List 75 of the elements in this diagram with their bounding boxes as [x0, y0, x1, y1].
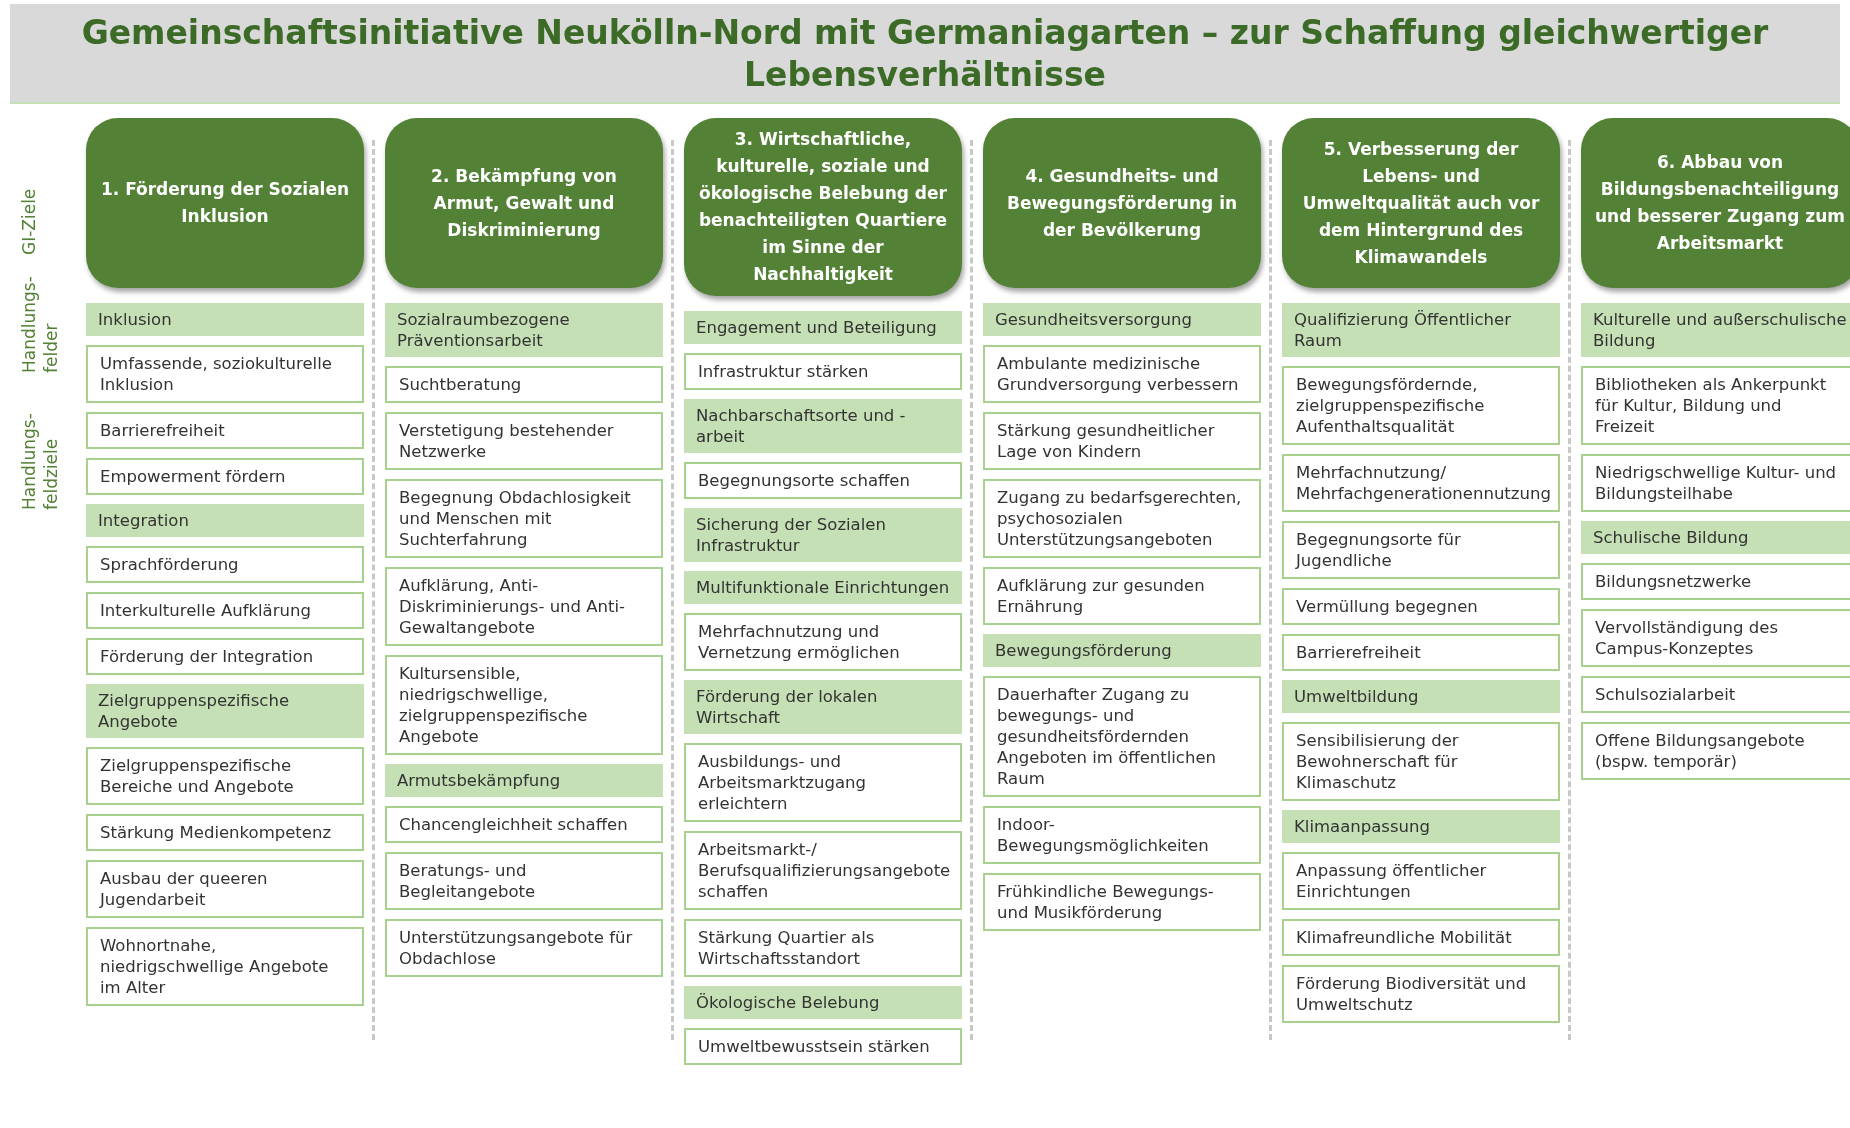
- target-box: Ambulante medizinische Grundversorgung verbessern: [983, 345, 1261, 403]
- target-box: Schulsozialarbeit: [1581, 676, 1850, 713]
- target-box: Mehrfachnutzung/ Mehrfachgenerationennutzung: [1282, 454, 1560, 512]
- target-box: Interkulturelle Aufklärung: [86, 592, 364, 629]
- target-box: Aufklärung zur gesunden Ernährung: [983, 567, 1261, 625]
- target-box: Umweltbewusstsein stärken: [684, 1028, 962, 1065]
- target-box: Förderung Biodiversität und Umweltschutz: [1282, 965, 1560, 1023]
- action-field-bar: Schulische Bildung: [1581, 521, 1850, 554]
- action-field-bar: Sozialraumbezogene Präventionsarbeit: [385, 303, 663, 357]
- goal-card: 1. Förderung der Sozialen Inklusion: [86, 118, 364, 288]
- goal-card: 3. Wirtschaftliche, kulturelle, soziale und ökologische Belebung der benachteiligten Quartiere im Sinne der Nachhaltigkeit: [684, 118, 962, 296]
- target-box: Kultursensible, niedrigschwellige, zielgruppenspezifische Angebote: [385, 655, 663, 755]
- target-box: Dauerhafter Zugang zu bewegungs- und gesundheitsfördernden Angeboten im öffentlichen Raum: [983, 676, 1261, 797]
- target-box: Barrierefreiheit: [86, 412, 364, 449]
- action-field-bar: Inklusion: [86, 303, 364, 336]
- action-field-bar: Umweltbildung: [1282, 680, 1560, 713]
- target-box: Anpassung öffentlicher Einrichtungen: [1282, 852, 1560, 910]
- row-label: Handlungs- feldziele: [18, 412, 62, 510]
- target-box: Indoor- Bewegungsmöglichkeiten: [983, 806, 1261, 864]
- target-box: Stärkung gesundheitlicher Lage von Kindern: [983, 412, 1261, 470]
- target-box: Chancengleichheit schaffen: [385, 806, 663, 843]
- target-box: Sensibilisierung der Bewohnerschaft für Klimaschutz: [1282, 722, 1560, 801]
- action-field-bar: Sicherung der Sozialen Infrastruktur: [684, 508, 962, 562]
- target-box: Bewegungsfördernde, zielgruppenspezifische Aufenthaltsqualität: [1282, 366, 1560, 445]
- target-box: Beratungs- und Begleitangebote: [385, 852, 663, 910]
- target-box: Stärkung Medienkompetenz: [86, 814, 364, 851]
- target-box: Förderung der Integration: [86, 638, 364, 675]
- target-box: Arbeitsmarkt-/ Berufsqualifizierungsangebote schaffen: [684, 831, 962, 910]
- target-box: Unterstützungsangebote für Obdachlose: [385, 919, 663, 977]
- target-box: Bildungsnetzwerke: [1581, 563, 1850, 600]
- target-box: Ausbildungs- und Arbeitsmarktzugang erleichtern: [684, 743, 962, 822]
- target-box: Bibliotheken als Ankerpunkt für Kultur, Bildung und Freizeit: [1581, 366, 1850, 445]
- target-box: Begegnungsorte für Jugendliche: [1282, 521, 1560, 579]
- target-box: Sprachförderung: [86, 546, 364, 583]
- goal-card: 5. Verbesserung der Lebens- und Umweltqualität auch vor dem Hintergrund des Klimawandels: [1282, 118, 1560, 288]
- target-box: Klimafreundliche Mobilität: [1282, 919, 1560, 956]
- action-field-bar: Gesundheitsversorgung: [983, 303, 1261, 336]
- action-field-bar: Ökologische Belebung: [684, 986, 962, 1019]
- target-box: Stärkung Quartier als Wirtschaftsstandort: [684, 919, 962, 977]
- action-field-bar: Engagement und Beteiligung: [684, 311, 962, 344]
- action-field-bar: Bewegungsförderung: [983, 634, 1261, 667]
- target-box: Vervollständigung des Campus-Konzeptes: [1581, 609, 1850, 667]
- action-field-bar: Nachbarschaftsorte und -arbeit: [684, 399, 962, 453]
- action-field-bar: Multifunktionale Einrichtungen: [684, 571, 962, 604]
- goal-card: 4. Gesundheits- und Bewegungsförderung in der Bevölkerung: [983, 118, 1261, 288]
- target-box: Infrastruktur stärken: [684, 353, 962, 390]
- target-box: Aufklärung, Anti-Diskriminierungs- und Anti-Gewaltangebote: [385, 567, 663, 646]
- action-field-bar: Integration: [86, 504, 364, 537]
- target-box: Ausbau der queeren Jugendarbeit: [86, 860, 364, 918]
- target-box: Vermüllung begegnen: [1282, 588, 1560, 625]
- action-field-bar: Kulturelle und außerschulische Bildung: [1581, 303, 1850, 357]
- action-field-bar: Förderung der lokalen Wirtschaft: [684, 680, 962, 734]
- target-box: Frühkindliche Bewegungs- und Musikförderung: [983, 873, 1261, 931]
- target-box: Verstetigung bestehender Netzwerke: [385, 412, 663, 470]
- target-box: Barrierefreiheit: [1282, 634, 1560, 671]
- row-label: Handlungs- felder: [18, 275, 62, 373]
- target-box: Begegnung Obdachlosigkeit und Menschen mit Suchterfahrung: [385, 479, 663, 558]
- target-box: Wohnortnahe, niedrigschwellige Angebote im Alter: [86, 927, 364, 1006]
- target-box: Zugang zu bedarfsgerechten, psychosozialen Unterstützungsangeboten: [983, 479, 1261, 558]
- goal-card: 2. Bekämpfung von Armut, Gewalt und Diskriminierung: [385, 118, 663, 288]
- action-field-bar: Qualifizierung Öffentlicher Raum: [1282, 303, 1560, 357]
- target-box: Zielgruppenspezifische Bereiche und Angebote: [86, 747, 364, 805]
- goal-card: 6. Abbau von Bildungsbenachteiligung und besserer Zugang zum Arbeitsmarkt: [1581, 118, 1850, 288]
- target-box: Umfassende, soziokulturelle Inklusion: [86, 345, 364, 403]
- action-field-bar: Zielgruppenspezifische Angebote: [86, 684, 364, 738]
- target-box: Mehrfachnutzung und Vernetzung ermöglichen: [684, 613, 962, 671]
- action-field-bar: Armutsbekämpfung: [385, 764, 663, 797]
- action-field-bar: Klimaanpassung: [1282, 810, 1560, 843]
- row-label: GI-Ziele: [18, 187, 40, 255]
- target-box: Niedrigschwellige Kultur- und Bildungsteilhabe: [1581, 454, 1850, 512]
- target-box: Begegnungsorte schaffen: [684, 462, 962, 499]
- target-box: Suchtberatung: [385, 366, 663, 403]
- target-box: Offene Bildungsangebote (bspw. temporär): [1581, 722, 1850, 780]
- target-box: Empowerment fördern: [86, 458, 364, 495]
- title: Gemeinschaftsinitiative Neukölln-Nord mit Germaniagarten – zur Schaffung gleichwertiger Lebensverhältnisse: [80, 12, 1770, 96]
